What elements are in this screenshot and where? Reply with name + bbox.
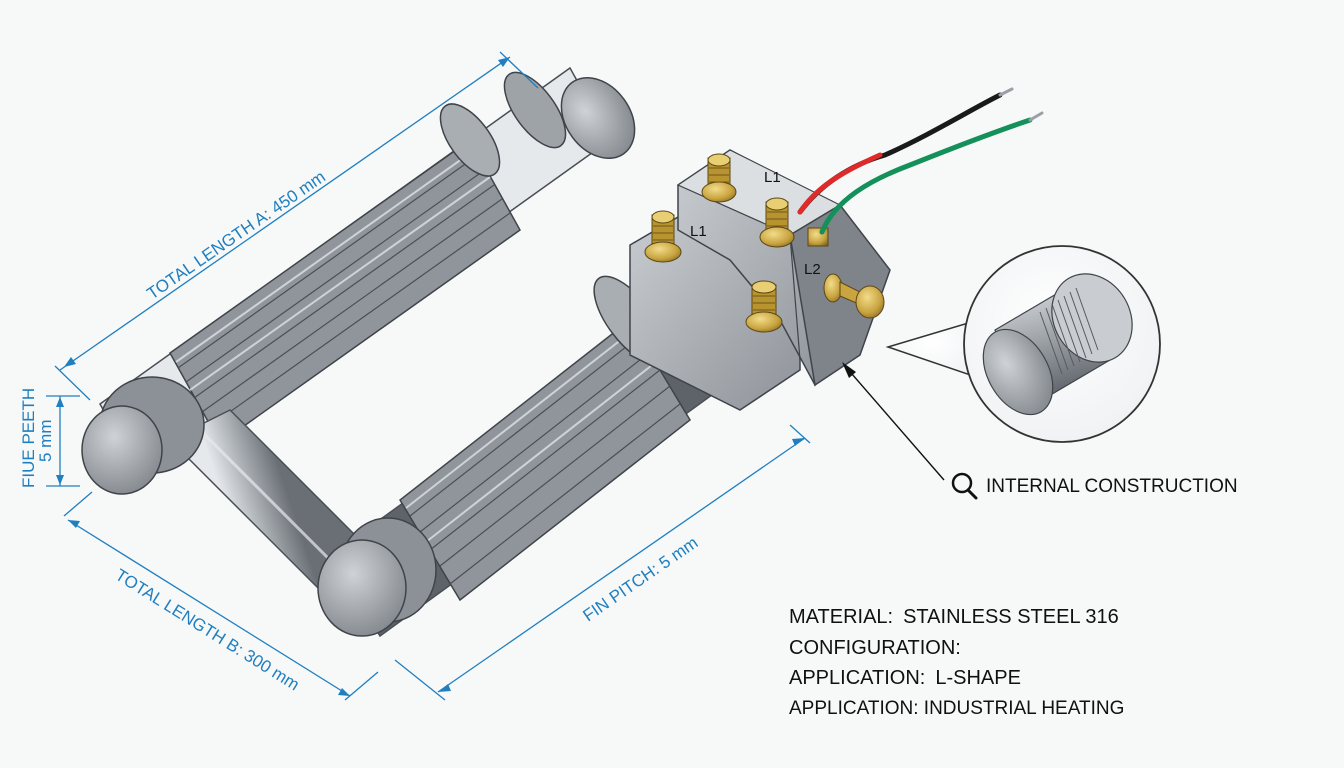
callout-leader	[842, 362, 945, 481]
magnifier-icon	[951, 472, 978, 500]
spec-application-industrial: APPLICATION: INDUSTRIAL HEATING	[789, 697, 1125, 719]
spec-application: APPLICATION: L-SHAPE	[789, 663, 1124, 694]
terminal-label-top: L1	[764, 169, 781, 186]
spec-configuration-label: CONFIGURATION:	[789, 636, 961, 659]
label-total-length-b: TOTAL LENGTH B: 300 mm	[112, 565, 303, 694]
internal-construction-label: INTERNAL CONSTRUCTION	[986, 476, 1238, 497]
spec-block: MATERIAL: STAINLESS STEEL 316 CONFIGURATI…	[789, 602, 1124, 724]
lower-end-cap	[317, 517, 437, 637]
spec-configuration: CONFIGURATION:	[789, 633, 1124, 664]
dimension-total-length-b	[63, 491, 379, 701]
spec-material-label: MATERIAL:	[789, 606, 894, 628]
label-fin-pitch: FIN PITCH: 5 mm	[579, 533, 701, 625]
internal-coil	[982, 273, 1133, 416]
dimension-fin-pitch	[394, 424, 811, 701]
lead-wires	[797, 87, 1044, 235]
spec-material-value: STAINLESS STEEL 316	[903, 606, 1119, 628]
spec-material: MATERIAL: STAINLESS STEEL 316	[789, 602, 1124, 633]
spec-application-label: APPLICATION:	[789, 667, 926, 689]
detail-magnifier	[885, 245, 1161, 443]
terminal-lower	[745, 280, 783, 333]
dimension-total-length-a	[54, 51, 539, 401]
terminal-top-left	[701, 153, 737, 203]
upper-finned-tube	[99, 66, 636, 478]
terminal-label-right: L2	[804, 261, 821, 278]
corner-end-cap	[81, 376, 205, 495]
terminal-left	[644, 210, 682, 263]
terminal-label-left: L1	[690, 223, 707, 240]
spec-application-value: L-SHAPE	[935, 667, 1021, 689]
dimension-fin-depth	[46, 395, 80, 487]
terminal-center	[759, 197, 795, 248]
label-fin-depth: FIUE PEETH	[19, 388, 38, 488]
label-fin-depth-value: 5 mm	[36, 420, 55, 463]
side-bolt	[823, 273, 885, 319]
